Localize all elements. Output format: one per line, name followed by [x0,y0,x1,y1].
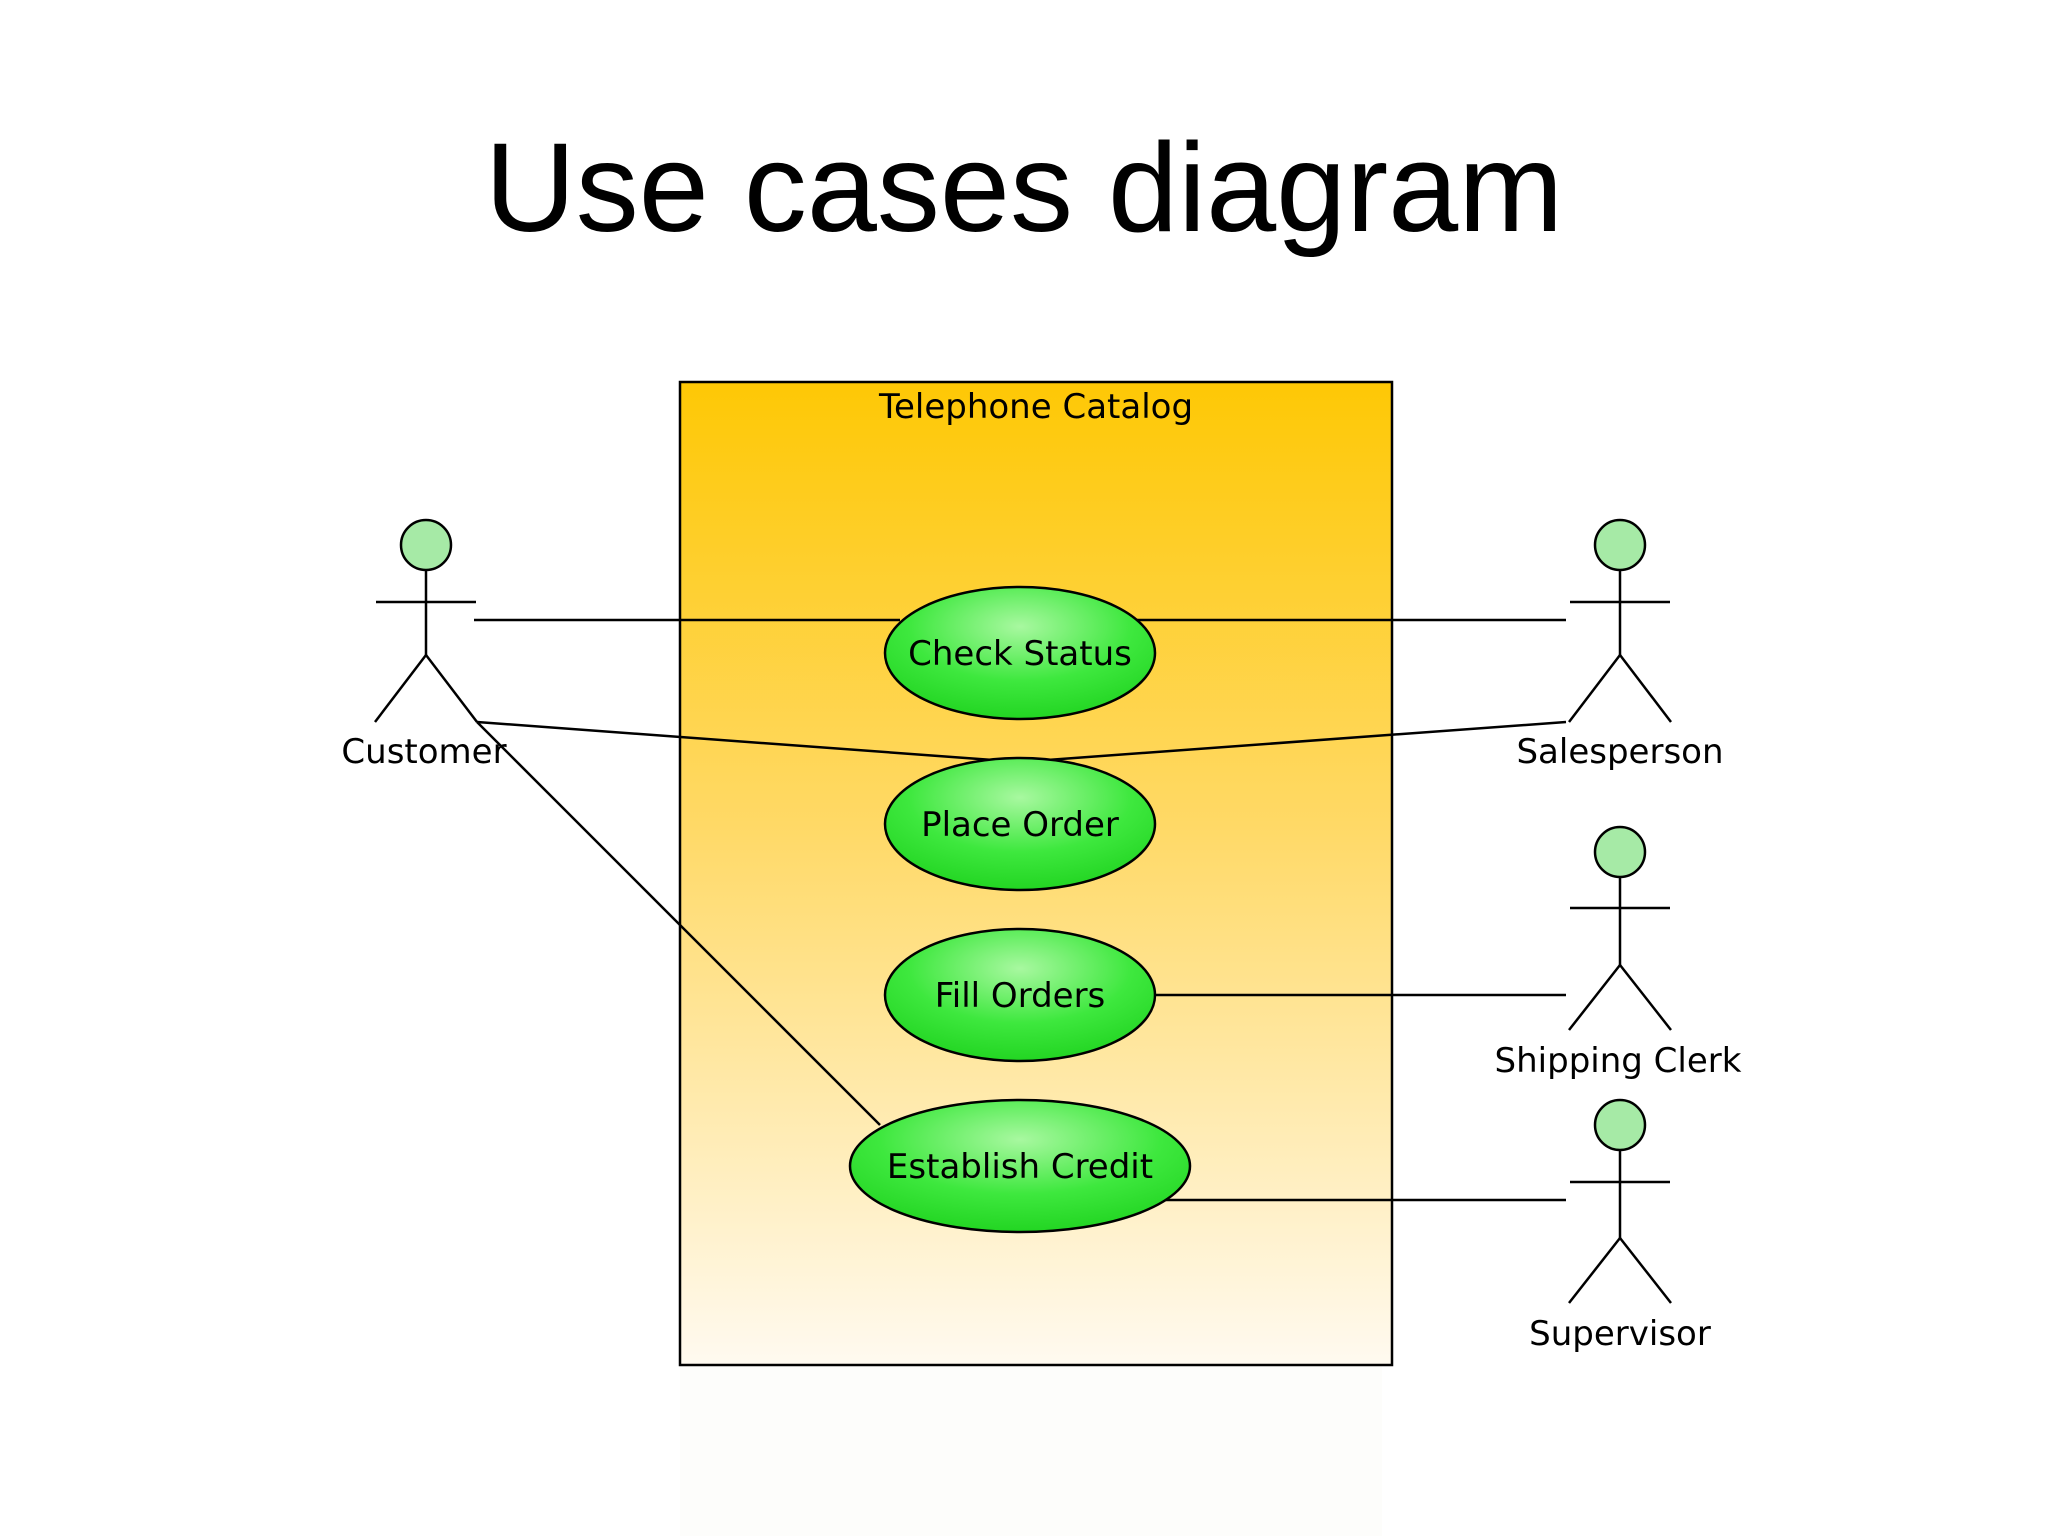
use-case-ellipse [883,927,1157,1063]
use-case-establish-credit: Establish Credit [848,1098,1192,1234]
system-name: Telephone Catalog [878,387,1193,427]
system-shadow-column [680,1360,1382,1536]
actor-leg-left [1568,654,1621,723]
actor-head [1593,1098,1647,1152]
use-case-ellipse [883,585,1157,721]
use-case-place-order: Place Order [883,756,1157,892]
associations [474,618,1567,1202]
use-case-fill-orders: Fill Orders [883,927,1157,1063]
page-title: Use cases diagram [484,117,1564,258]
actor-leg-left [1568,964,1621,1031]
use-case-label: Check Status [908,634,1132,674]
actor-supervisor: Supervisor [1529,1098,1711,1354]
actor-label: Supervisor [1529,1314,1711,1354]
actor-leg-left [374,654,427,723]
actor-head [1593,825,1647,879]
actor-leg-right [1619,1237,1672,1304]
actor-label: Customer [341,732,506,772]
actor-leg-right [1619,964,1672,1031]
use-case-ellipse [883,756,1157,892]
actor-salesperson: Salesperson [1516,518,1724,772]
use-case-check-status: Check Status [883,585,1157,721]
use-case-ellipse [848,1098,1192,1234]
use-case-label: Place Order [921,805,1119,845]
actor-head [1593,518,1647,572]
actor-leg-left [1568,1237,1621,1304]
actor-head [399,518,453,572]
actor-shipping-clerk: Shipping Clerk [1495,825,1742,1081]
actor-label: Salesperson [1516,732,1723,772]
assoc-customer-place-order [476,720,1021,764]
assoc-customer-establish-credit [476,721,881,1126]
assoc-salesperson-place-order [1019,720,1567,764]
actor-leg-right [425,654,478,723]
use-case-label: Fill Orders [935,976,1106,1016]
actor-leg-right [1619,654,1672,723]
use-case-label: Establish Credit [887,1147,1153,1187]
actor-customer: Customer [341,518,507,772]
actor-label: Shipping Clerk [1495,1041,1742,1081]
